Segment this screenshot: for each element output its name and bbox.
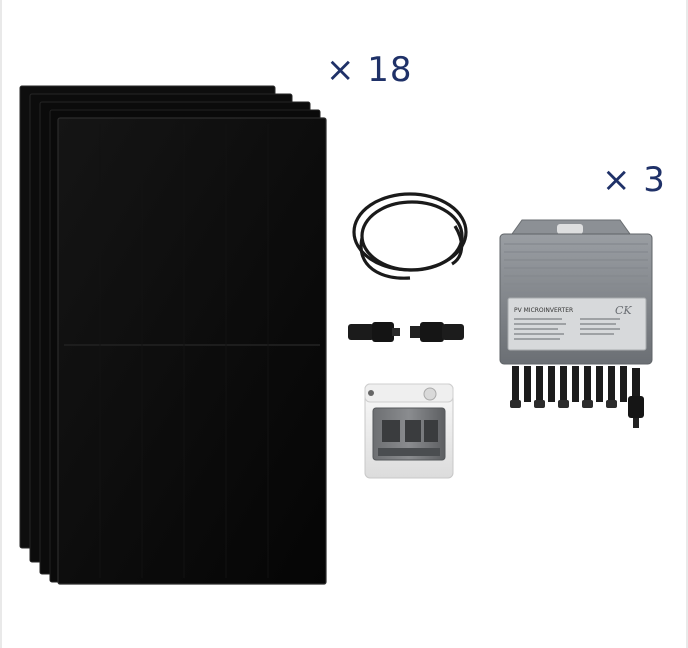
inverter-quantity-label: × 3: [602, 160, 666, 200]
brand-mark-text: CK: [615, 304, 632, 317]
mc4-connector-icon: [348, 322, 464, 342]
dc-cable-coil-icon: [352, 192, 468, 280]
solar-panel-stack-icon: [19, 85, 327, 585]
frame-edge-right: [686, 0, 688, 648]
panel-quantity-label: × 18: [326, 50, 413, 90]
breaker-box-icon: [364, 383, 454, 479]
frame-edge-left: [0, 0, 2, 648]
inverter-title-text: PV MICROINVERTER: [514, 307, 573, 314]
microinverter-icon: PV MICROINVERTER CK: [499, 219, 653, 428]
